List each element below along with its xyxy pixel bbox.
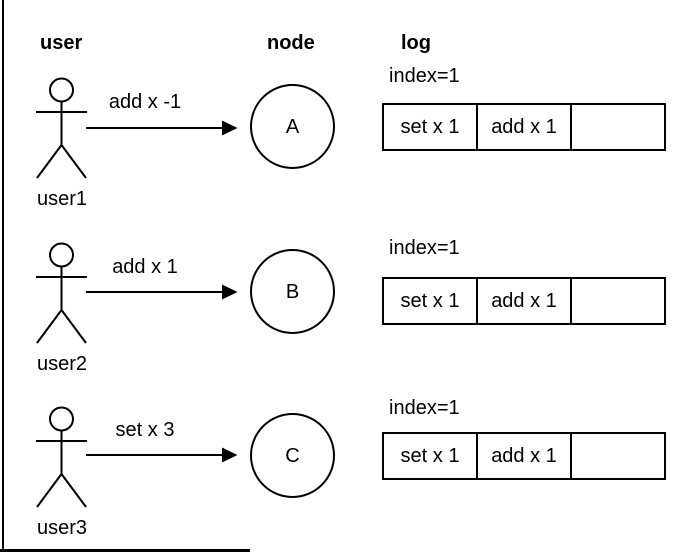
user1-label: user1	[37, 188, 88, 210]
user3-action-label: set x 3	[115, 419, 175, 441]
log3-entry-2: add x 1	[478, 434, 572, 478]
log2-entry-3-empty	[572, 279, 664, 323]
stick-figure-icon	[36, 242, 87, 344]
log1-entry-3-empty	[572, 105, 664, 149]
user2-stick-figure-icon	[34, 242, 88, 345]
log2-index-label: index=1	[389, 237, 460, 259]
arrow-right-icon	[86, 281, 239, 303]
canvas-border-left	[2, 0, 4, 552]
log3-entry-3-empty	[572, 434, 664, 478]
user1-action-label: add x -1	[108, 91, 182, 113]
node-b-label: B	[285, 280, 300, 303]
user1-stick-figure-icon	[34, 77, 88, 180]
log1-entry-1: set x 1	[384, 105, 478, 149]
stick-figure-icon	[36, 77, 87, 179]
log1-entry-2: add x 1	[478, 105, 572, 149]
user2-action-label: add x 1	[112, 256, 178, 278]
log3-index-label: index=1	[389, 397, 460, 419]
canvas-border-bottom	[0, 549, 250, 552]
node-b-circle: B	[250, 249, 335, 334]
node-a-circle: A	[250, 84, 335, 169]
arrow-right-icon	[86, 444, 239, 466]
user3-stick-figure-icon	[34, 406, 88, 509]
column-header-user: user	[40, 32, 83, 54]
node-a-label: A	[285, 115, 300, 138]
log1-index-label: index=1	[389, 65, 460, 87]
node-c-circle: C	[250, 413, 335, 498]
node-c-label: C	[285, 444, 300, 467]
log2-box: set x 1 add x 1	[382, 277, 666, 325]
user2-label: user2	[37, 353, 88, 375]
user3-label: user3	[37, 517, 88, 539]
log3-entry-1: set x 1	[384, 434, 478, 478]
stick-figure-icon	[36, 406, 87, 508]
column-header-node: node	[267, 32, 315, 54]
column-header-log: log	[401, 32, 431, 54]
log3-box: set x 1 add x 1	[382, 432, 666, 480]
arrow-right-icon	[86, 117, 239, 139]
log1-box: set x 1 add x 1	[382, 103, 666, 151]
log2-entry-2: add x 1	[478, 279, 572, 323]
log2-entry-1: set x 1	[384, 279, 478, 323]
